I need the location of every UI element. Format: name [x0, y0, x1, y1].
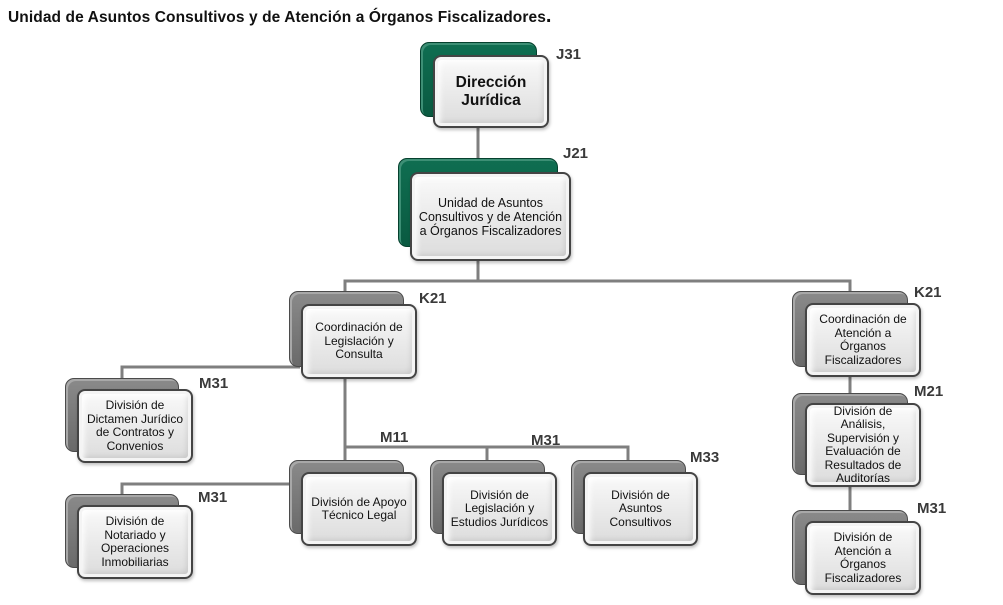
node-code: M31 — [531, 432, 561, 449]
node-code: M31 — [198, 489, 228, 506]
node-code: M31 — [199, 375, 229, 392]
node-label: División de Dictamen Jurídico de Contrat… — [86, 398, 184, 453]
node-code: K21 — [914, 284, 942, 301]
node-box: División de Asuntos Consultivos — [583, 472, 698, 546]
node-code: J31 — [556, 46, 582, 63]
node-label: Coordinación de Legislación y Consulta — [315, 320, 403, 362]
node-box: Coordinación de Legislación y Consulta — [301, 304, 417, 379]
node-label: División de Atención a Órganos Fiscaliza… — [824, 530, 902, 585]
node-code: M31 — [917, 500, 947, 517]
node-label: División de Notariado y Operaciones Inmo… — [100, 514, 170, 569]
page-title: Unidad de Asuntos Consultivos y de Atenc… — [8, 6, 552, 27]
node-label: División de Análisis, Supervisión y Eval… — [824, 403, 902, 485]
node-box: División de Atención a Órganos Fiscaliza… — [805, 521, 921, 595]
node-code: M33 — [690, 449, 720, 466]
node-box: Unidad de Asuntos Consultivos y de Atenc… — [410, 172, 571, 261]
node-code: M11 — [380, 429, 409, 446]
node-label: División de Apoyo Técnico Legal — [311, 494, 407, 522]
node-box: Dirección Jurídica — [433, 55, 549, 128]
node-box: División de Dictamen Jurídico de Contrat… — [77, 389, 193, 463]
node-box: División de Notariado y Operaciones Inmo… — [77, 505, 193, 579]
node-code: K21 — [419, 290, 447, 307]
node-label: División de Asuntos Consultivos — [609, 487, 672, 529]
connector-to-divisions-m — [345, 445, 630, 460]
node-box: Coordinación de Atención a Órganos Fisca… — [805, 303, 921, 377]
node-label: Unidad de Asuntos Consultivos y de Atenc… — [418, 195, 563, 238]
page-title-text: Unidad de Asuntos Consultivos y de Atenc… — [8, 9, 546, 26]
page-title-period: . — [545, 5, 552, 27]
node-code: J21 — [563, 145, 589, 162]
node-box: División de Apoyo Técnico Legal — [301, 472, 417, 546]
node-label: Coordinación de Atención a Órganos Fisca… — [819, 312, 907, 367]
node-label: División de Legislación y Estudios Juríd… — [450, 487, 549, 529]
node-box: División de Análisis, Supervisión y Eval… — [805, 403, 921, 487]
node-box: División de Legislación y Estudios Juríd… — [442, 472, 557, 546]
node-code: M21 — [914, 383, 944, 400]
node-label: Dirección Jurídica — [455, 73, 527, 109]
